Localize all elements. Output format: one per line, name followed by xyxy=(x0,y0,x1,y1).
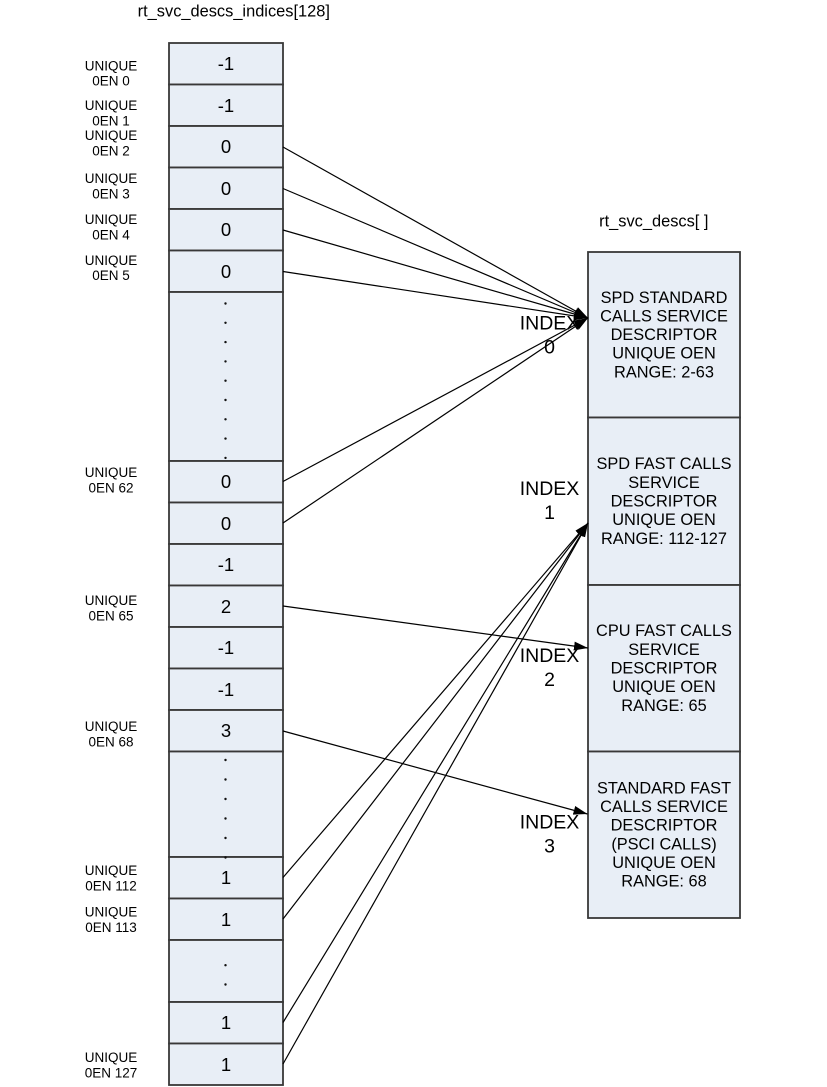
svg-text:0EN 0: 0EN 0 xyxy=(92,74,130,89)
svg-text:1: 1 xyxy=(221,867,231,888)
svg-text:3: 3 xyxy=(221,720,231,741)
svg-text:rt_svc_descs[ ]: rt_svc_descs[ ] xyxy=(599,213,708,231)
svg-text:0EN 112: 0EN 112 xyxy=(85,879,137,894)
svg-text:0EN 113: 0EN 113 xyxy=(85,920,137,935)
svg-text:0EN 65: 0EN 65 xyxy=(88,609,133,624)
svg-text:UNIQUE: UNIQUE xyxy=(85,719,138,734)
svg-text:DESCRIPTOR: DESCRIPTOR xyxy=(611,817,718,835)
svg-text:(PSCI CALLS): (PSCI CALLS) xyxy=(611,835,716,853)
svg-text:0: 0 xyxy=(221,219,231,240)
svg-text:0: 0 xyxy=(221,513,231,534)
svg-text:RANGE: 68: RANGE: 68 xyxy=(621,873,706,891)
svg-text:1: 1 xyxy=(221,1054,231,1075)
svg-text:STANDARD FAST: STANDARD FAST xyxy=(597,779,731,797)
svg-text:CALLS SERVICE: CALLS SERVICE xyxy=(600,798,728,816)
svg-text:UNIQUE: UNIQUE xyxy=(85,58,138,73)
svg-text:0EN 127: 0EN 127 xyxy=(85,1065,138,1080)
svg-text:UNIQUE: UNIQUE xyxy=(85,593,138,608)
svg-text:0EN 1: 0EN 1 xyxy=(92,113,130,128)
svg-text:0: 0 xyxy=(221,471,231,492)
svg-text:-1: -1 xyxy=(218,95,234,116)
svg-text:0: 0 xyxy=(221,136,231,157)
svg-text:DESCRIPTOR: DESCRIPTOR xyxy=(611,326,718,344)
svg-text:INDEX: INDEX xyxy=(520,812,580,834)
svg-text:SPD STANDARD: SPD STANDARD xyxy=(601,289,728,307)
svg-text:CPU FAST CALLS: CPU FAST CALLS xyxy=(596,622,732,640)
svg-text:2: 2 xyxy=(221,596,231,617)
svg-text:DESCRIPTOR: DESCRIPTOR xyxy=(611,493,718,511)
svg-text:UNIQUE: UNIQUE xyxy=(85,253,138,268)
svg-text:UNIQUE OEN: UNIQUE OEN xyxy=(612,854,716,872)
svg-text:UNIQUE OEN: UNIQUE OEN xyxy=(612,678,716,696)
svg-text:UNIQUE: UNIQUE xyxy=(85,863,138,878)
svg-text:3: 3 xyxy=(544,836,555,858)
svg-text:RANGE: 2-63: RANGE: 2-63 xyxy=(614,363,714,381)
svg-text:1: 1 xyxy=(544,502,555,524)
svg-text:0: 0 xyxy=(544,337,555,359)
svg-text:0EN 4: 0EN 4 xyxy=(92,227,130,242)
svg-text:1: 1 xyxy=(221,1012,231,1033)
svg-text:DESCRIPTOR: DESCRIPTOR xyxy=(611,660,718,678)
svg-text:SERVICE: SERVICE xyxy=(628,641,700,659)
svg-text:SPD FAST CALLS: SPD FAST CALLS xyxy=(596,455,731,473)
svg-text:-1: -1 xyxy=(218,554,234,575)
svg-text:UNIQUE: UNIQUE xyxy=(85,465,138,480)
svg-text:UNIQUE: UNIQUE xyxy=(85,98,138,113)
svg-text:0EN 2: 0EN 2 xyxy=(92,143,130,158)
svg-text:INDEX: INDEX xyxy=(520,478,580,500)
svg-text:UNIQUE: UNIQUE xyxy=(85,1050,138,1065)
svg-text:-1: -1 xyxy=(218,679,234,700)
svg-text:0EN 62: 0EN 62 xyxy=(88,480,133,495)
svg-text:UNIQUE OEN: UNIQUE OEN xyxy=(612,345,716,363)
svg-text:-1: -1 xyxy=(218,637,234,658)
svg-text:-1: -1 xyxy=(218,53,234,74)
svg-text:0EN 68: 0EN 68 xyxy=(88,734,133,749)
svg-text:0EN 5: 0EN 5 xyxy=(92,268,130,283)
svg-text:CALLS SERVICE: CALLS SERVICE xyxy=(600,307,728,325)
svg-text:RANGE: 112-127: RANGE: 112-127 xyxy=(601,530,727,548)
svg-text:RANGE: 65: RANGE: 65 xyxy=(621,697,706,715)
svg-text:SERVICE: SERVICE xyxy=(628,474,700,492)
svg-text:UNIQUE: UNIQUE xyxy=(85,128,138,143)
svg-text:UNIQUE OEN: UNIQUE OEN xyxy=(612,511,716,529)
svg-text:1: 1 xyxy=(221,909,231,930)
svg-text:UNIQUE: UNIQUE xyxy=(85,905,138,920)
svg-text:UNIQUE: UNIQUE xyxy=(85,171,138,186)
svg-text:0EN 3: 0EN 3 xyxy=(92,186,130,201)
svg-text:2: 2 xyxy=(544,669,555,691)
svg-text:INDEX: INDEX xyxy=(520,645,580,667)
svg-text:UNIQUE: UNIQUE xyxy=(85,212,138,227)
svg-text:rt_svc_descs_indices[128]: rt_svc_descs_indices[128] xyxy=(138,3,330,21)
svg-text:0: 0 xyxy=(221,178,231,199)
svg-text:INDEX: INDEX xyxy=(520,312,580,334)
svg-text:0: 0 xyxy=(221,261,231,282)
